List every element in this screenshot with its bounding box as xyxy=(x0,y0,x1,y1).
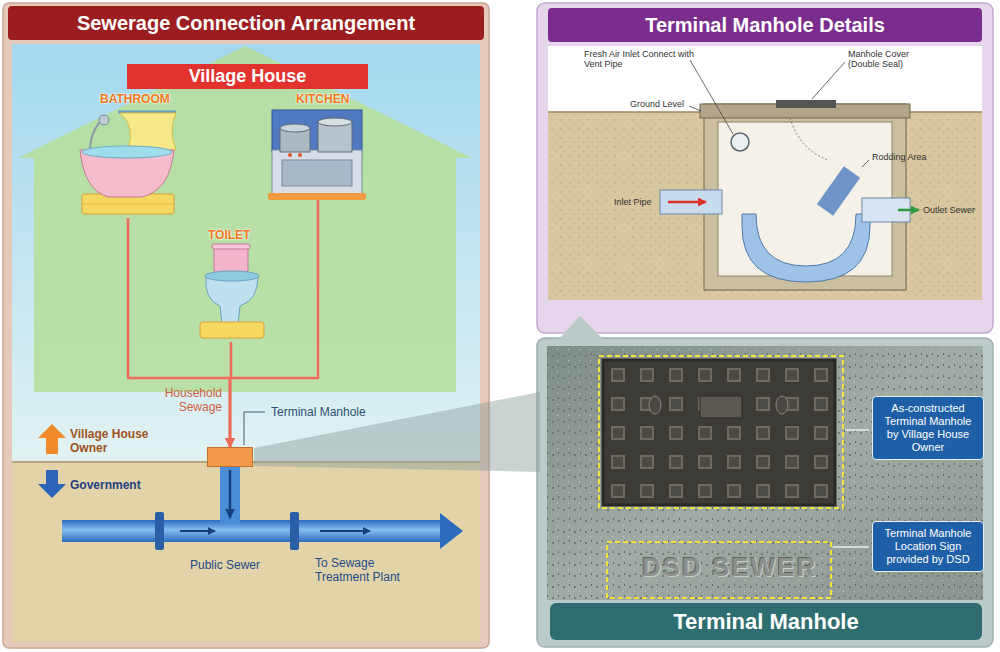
tank-lid xyxy=(212,244,250,249)
callout-box: Terminal Manhole Location Sign provided … xyxy=(872,521,984,572)
photo xyxy=(547,346,983,600)
toilet-mat xyxy=(200,322,264,338)
part-label: Outlet Sewer xyxy=(923,205,975,215)
room-name: BATHROOM xyxy=(100,92,170,106)
flow-line xyxy=(229,470,232,518)
manhole-label: Terminal Manhole xyxy=(271,405,366,419)
pipe-body xyxy=(220,467,240,524)
keyhole xyxy=(649,396,661,414)
flow-label: Household Sewage xyxy=(136,386,222,414)
kitchen-mat xyxy=(268,193,366,200)
bath-water xyxy=(82,146,172,158)
panel-frame xyxy=(537,338,993,647)
inflow-arrow xyxy=(668,201,706,204)
shower-curtain xyxy=(120,113,176,150)
chamber-wall xyxy=(704,104,906,290)
pipe-flange xyxy=(155,512,164,550)
panel-frame xyxy=(537,3,993,333)
part-label: Ground Level xyxy=(630,99,684,109)
panel: Sewerage Connection ArrangementVillage H… xyxy=(3,3,489,648)
stove xyxy=(272,150,362,194)
outflow-arrow xyxy=(898,209,919,212)
photo-texture xyxy=(547,346,983,600)
fresh-air-inlet xyxy=(731,133,749,151)
leader-line xyxy=(862,160,869,167)
leader-line xyxy=(244,412,265,445)
toilet-seat xyxy=(205,271,259,281)
responsibility-label: Government xyxy=(70,478,141,492)
connector xyxy=(230,342,231,447)
pot-rim xyxy=(280,124,310,132)
panel-title: Terminal Manhole Details xyxy=(548,8,982,42)
room-icon: KITCHEN xyxy=(268,92,368,200)
kitchen-tiles xyxy=(272,110,362,152)
part-label: Manhole Cover (Double Seal) xyxy=(848,49,938,69)
part-label: Inlet Pipe xyxy=(614,197,652,207)
mat-stripe xyxy=(82,204,174,205)
cover-chain xyxy=(790,118,828,160)
leader-line xyxy=(845,429,869,431)
detail-sky xyxy=(548,46,982,300)
panel-frame xyxy=(3,3,489,648)
room-icon: TOILET xyxy=(192,228,270,342)
panel-title: Sewerage Connection Arrangement xyxy=(8,6,484,40)
keyhole xyxy=(776,396,788,414)
shower-head xyxy=(99,115,109,125)
flow-arrow xyxy=(180,530,215,532)
dashed-highlight xyxy=(599,356,843,508)
sky xyxy=(12,44,480,642)
sewer-pipe-end xyxy=(440,513,463,549)
connector xyxy=(128,218,230,447)
toilet-tank xyxy=(214,246,248,274)
owner-arrow xyxy=(38,424,66,454)
callout-text: Terminal Manhole Location Sign provided … xyxy=(878,527,978,566)
rodding-pipe xyxy=(825,172,852,210)
house-banner: Village House xyxy=(127,64,368,89)
callout-text: As-constructed Terminal Manhole by Villa… xyxy=(878,402,978,454)
flow-arrow xyxy=(320,530,370,532)
zoom-wedge xyxy=(254,392,540,472)
inlet-pipe xyxy=(660,190,722,214)
leader-line xyxy=(812,62,845,99)
government-arrow xyxy=(38,470,66,498)
pipe-label: To Sewage Treatment Plant xyxy=(315,556,415,584)
panel: Terminal Manhole As-constructed Terminal … xyxy=(537,338,993,647)
manhole-cover xyxy=(776,100,836,108)
room-name: TOILET xyxy=(208,228,250,242)
pipe-flange xyxy=(290,512,299,550)
pipe-label: Public Sewer xyxy=(190,558,260,572)
pot-rim xyxy=(318,118,352,126)
room-icon: BATHROOM xyxy=(78,92,178,218)
part-label: Rodding Area xyxy=(872,152,927,162)
manhole-cover-photo xyxy=(603,360,835,505)
panel-pointer xyxy=(558,316,604,340)
ground xyxy=(12,462,480,642)
connector xyxy=(230,467,231,524)
detail-soil xyxy=(548,112,982,300)
terminal-manhole-box: Terminal Manhole xyxy=(207,447,253,467)
flow-line xyxy=(230,342,231,447)
toilet-bowl xyxy=(206,276,258,324)
stove-knob xyxy=(288,153,292,157)
dashed-highlight xyxy=(607,542,831,598)
oven-door xyxy=(282,160,352,186)
house-shape xyxy=(18,46,472,392)
panel-title: Terminal Manhole xyxy=(550,603,982,640)
cover-plate xyxy=(700,396,742,418)
channel-bowl xyxy=(742,214,870,282)
flow-line xyxy=(128,218,230,447)
leader-line xyxy=(689,106,701,111)
part-label: Fresh Air Inlet Connect with Vent Pipe xyxy=(584,49,696,69)
sign-text: DSD SEWER xyxy=(642,552,817,583)
leader-line xyxy=(833,546,869,548)
callout-box: As-constructed Terminal Manhole by Villa… xyxy=(872,396,984,460)
responsibility-label: Village House Owner xyxy=(70,427,170,455)
house: Village HouseBATHROOM KITCHEN TOILET xyxy=(22,48,472,392)
room-name: KITCHEN xyxy=(296,92,349,106)
sewer-pipe xyxy=(62,520,440,542)
leader-line xyxy=(690,60,733,134)
stove-knob xyxy=(298,153,302,157)
public-sewer-pipe: Public SewerTo Sewage Treatment Plant xyxy=(62,520,440,542)
